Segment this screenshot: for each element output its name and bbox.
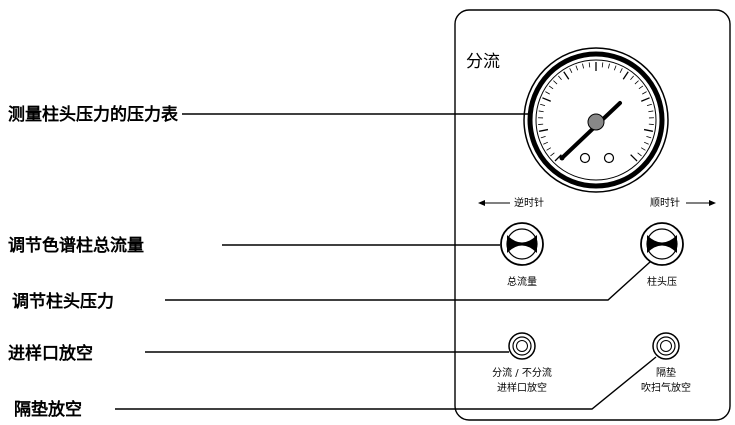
- gauge-tick: [622, 71, 629, 80]
- gauge-tick: [538, 110, 544, 113]
- callout-gauge: 测量柱头压力的压力表: [8, 104, 179, 125]
- gauge-tick: [548, 85, 554, 90]
- gauge-tick: [554, 154, 562, 162]
- gauge-tick: [642, 91, 647, 95]
- inlet-vent-label-line1: 分流 / 不分流: [492, 366, 552, 379]
- ccw-indicator: 逆时针: [478, 196, 544, 209]
- gauge-tick: [646, 103, 652, 106]
- gauge-tick: [550, 152, 555, 157]
- callout-septum-vent: 隔垫放空: [14, 399, 82, 420]
- gauge-tick: [540, 103, 546, 106]
- gauge-tick: [601, 62, 604, 68]
- gauge-tick: [538, 128, 549, 132]
- total-flow-knob[interactable]: [500, 222, 544, 266]
- gauge-tick: [569, 68, 573, 73]
- leader-line-septum-vent: [115, 356, 657, 410]
- gauge-tick: [619, 68, 623, 73]
- gauge-screw-right: [603, 152, 615, 164]
- gauge-screw-left: [579, 152, 591, 164]
- total-flow-knob-label: 总流量: [507, 275, 537, 288]
- gauge-tick: [646, 135, 652, 139]
- gauge-tick: [613, 65, 617, 71]
- gauge-tick: [641, 97, 650, 102]
- callout-head-pressure: 调节柱头压力: [12, 291, 114, 312]
- septum-vent-label-line1: 隔垫: [656, 366, 676, 379]
- inlet-vent-label-line2: 进样口放空: [497, 381, 547, 394]
- head-pressure-knob[interactable]: [640, 222, 684, 266]
- gauge-tick: [607, 63, 610, 69]
- gauge-tick: [563, 71, 570, 80]
- gauge-tick: [542, 97, 551, 102]
- gauge-hub: [587, 113, 605, 131]
- gauge-ticks: [538, 62, 654, 162]
- gauge-tick: [630, 75, 634, 80]
- gauge-tick: [588, 62, 591, 68]
- gauge-tick: [546, 147, 552, 151]
- pressure-gauge: [523, 47, 669, 193]
- gauge-tick: [540, 135, 546, 139]
- head-pressure-knob-label: 柱头压: [647, 275, 677, 288]
- gauge-tick: [630, 154, 638, 162]
- gauge-tick: [643, 141, 649, 145]
- panel-title: 分流: [466, 52, 500, 72]
- callout-inlet-vent: 进样口放空: [8, 343, 93, 364]
- gauge-tick: [575, 65, 579, 71]
- leader-line-head-pressure: [165, 261, 651, 301]
- gauge-tick: [634, 80, 639, 85]
- gauge-needle: [560, 101, 622, 160]
- inlet-vent-port[interactable]: [508, 332, 536, 360]
- gauge-tick: [543, 141, 549, 145]
- callout-total-flow: 调节色谱柱总流量: [8, 235, 144, 256]
- septum-vent-port[interactable]: [652, 332, 680, 360]
- gauge-tick: [582, 63, 585, 69]
- gauge-tick: [558, 75, 562, 80]
- gauge-tick: [553, 80, 558, 85]
- ccw-label: 逆时针: [514, 196, 544, 209]
- gauge-tick: [640, 147, 646, 151]
- gauge-tick: [643, 128, 654, 132]
- gauge-tick: [638, 85, 644, 90]
- septum-vent-label-line2: 吹扫气放空: [641, 381, 691, 394]
- gauge-tick: [637, 152, 642, 157]
- cw-indicator: 顺时针: [650, 196, 716, 209]
- gauge-tick: [545, 91, 550, 95]
- cw-label: 顺时针: [650, 196, 680, 209]
- gauge-tick: [648, 110, 654, 113]
